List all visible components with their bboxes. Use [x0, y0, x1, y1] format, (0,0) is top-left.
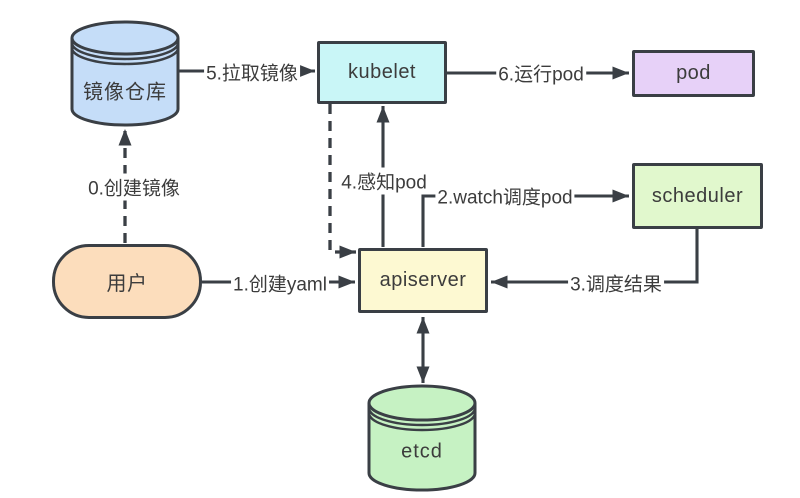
edge-label-run-pod: 6.运行pod	[496, 59, 586, 87]
edge-label-pull-image: 5.拉取镜像	[204, 58, 300, 86]
image-repo-cylinder-ring	[70, 42, 180, 61]
etcd-cylinder-body	[367, 403, 477, 492]
node-user: 用户	[52, 244, 202, 319]
edge-label-watch-schedule-pod: 2.watch调度pod	[435, 182, 575, 210]
image-repo-cylinder-ring	[70, 47, 180, 66]
node-user-label: 用户	[106, 273, 148, 295]
node-scheduler-label: scheduler	[651, 184, 744, 207]
etcd-cylinder-ring	[367, 412, 477, 432]
node-apiserver-label: apiserver	[379, 269, 467, 291]
etcd-cylinder-ring	[367, 407, 477, 427]
edge-label-create-yaml: 1.创建yaml	[231, 269, 329, 297]
node-kubelet-label: kubelet	[348, 61, 416, 83]
edge-schedule-result-arrow	[491, 229, 699, 289]
node-pod: pod	[632, 50, 755, 97]
edge-label-notice-pod: 4.感知pod	[339, 167, 429, 195]
edge-label-create-image: 0.创建镜像	[86, 173, 182, 201]
node-image-repo-label: 镜像仓库	[83, 81, 167, 104]
node-pod-label: pod	[676, 62, 711, 84]
node-apiserver: apiserver	[358, 248, 488, 313]
etcd-cylinder-top	[367, 384, 477, 422]
node-etcd-label: etcd	[401, 440, 443, 463]
etcd-cylinder	[367, 384, 477, 492]
node-scheduler: scheduler	[632, 163, 763, 229]
image-repo-cylinder	[70, 20, 180, 127]
image-repo-cylinder-top	[70, 20, 180, 56]
image-repo-cylinder-body	[70, 38, 180, 127]
node-kubelet: kubelet	[317, 41, 447, 104]
edge-label-schedule-result: 3.调度结果	[568, 269, 664, 297]
